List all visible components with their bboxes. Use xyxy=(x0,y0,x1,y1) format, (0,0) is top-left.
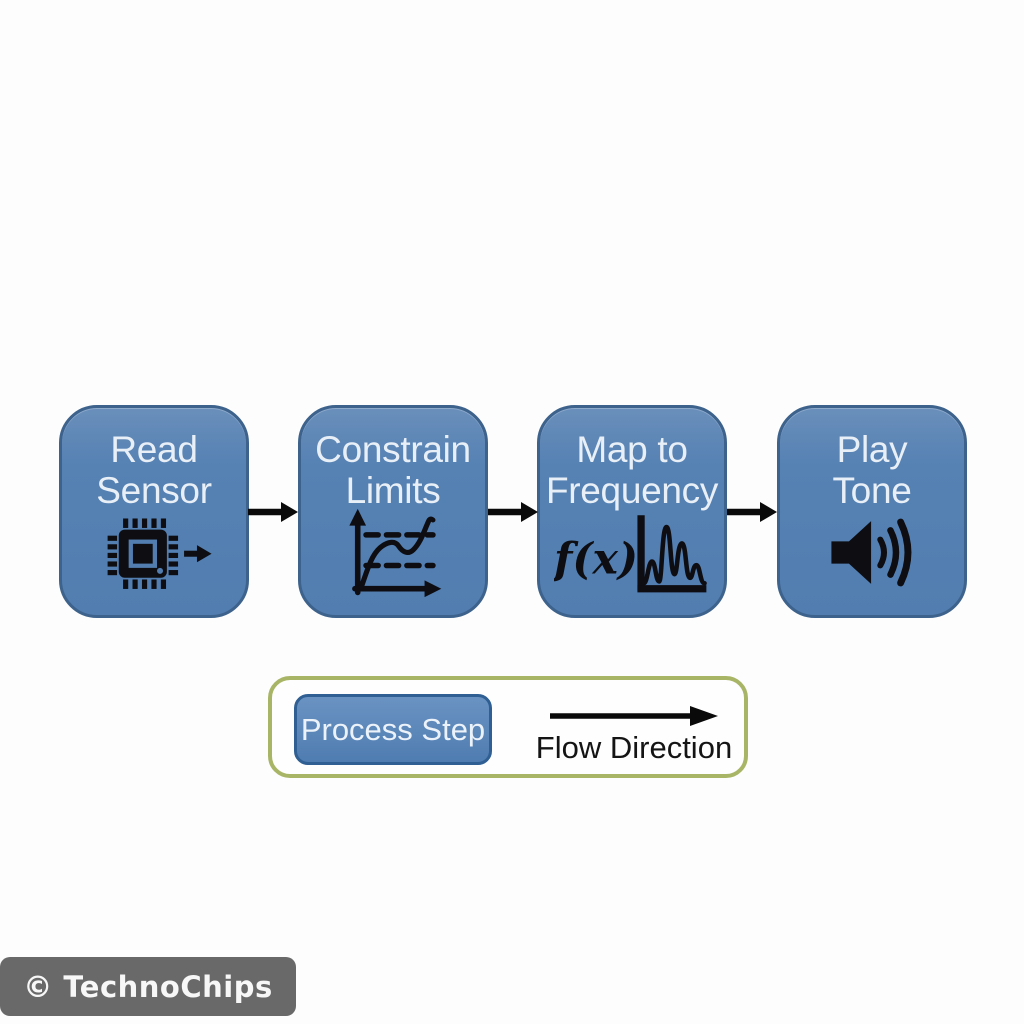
step-label: Constrain Limits xyxy=(301,429,485,511)
step-label-line: Read xyxy=(110,429,198,470)
step-label: Map to Frequency xyxy=(540,429,724,511)
step-box-read-sensor: Read Sensor xyxy=(59,405,249,618)
fx-spectrum-icon: f(x) xyxy=(540,503,724,601)
step-box-play-tone: Play Tone xyxy=(777,405,967,618)
legend-flow-direction-label: Flow Direction xyxy=(535,730,733,765)
fx-formula: f(x) xyxy=(554,534,638,584)
watermark: © TechnoChips xyxy=(0,957,296,1016)
microchip-output-arrow-icon xyxy=(62,503,246,601)
legend-arrow-icon xyxy=(550,706,718,726)
legend-process-step-sample: Process Step xyxy=(294,694,492,765)
legend: Process Step Flow Direction xyxy=(268,676,748,778)
flow-arrow xyxy=(248,502,298,522)
speaker-icon xyxy=(780,503,964,601)
step-label-line: Map to xyxy=(576,429,688,470)
step-label-line: Limits xyxy=(345,470,441,511)
step-label: Read Sensor xyxy=(62,429,246,511)
step-box-map-to-frequency: Map to Frequency f(x) xyxy=(537,405,727,618)
step-label-line: Constrain xyxy=(315,429,471,470)
step-label-line: Sensor xyxy=(96,470,212,511)
legend-process-step-label: Process Step xyxy=(300,711,486,747)
graph-limits-icon xyxy=(301,503,485,601)
flow-arrow xyxy=(488,502,538,522)
step-label-line: Tone xyxy=(832,470,912,511)
step-label-line: Play xyxy=(836,429,908,470)
step-label-line: Frequency xyxy=(545,470,719,511)
step-label: Play Tone xyxy=(780,429,964,511)
watermark-text: © TechnoChips xyxy=(23,969,273,1004)
flow-arrow xyxy=(727,502,777,522)
step-box-constrain-limits: Constrain Limits xyxy=(298,405,488,618)
